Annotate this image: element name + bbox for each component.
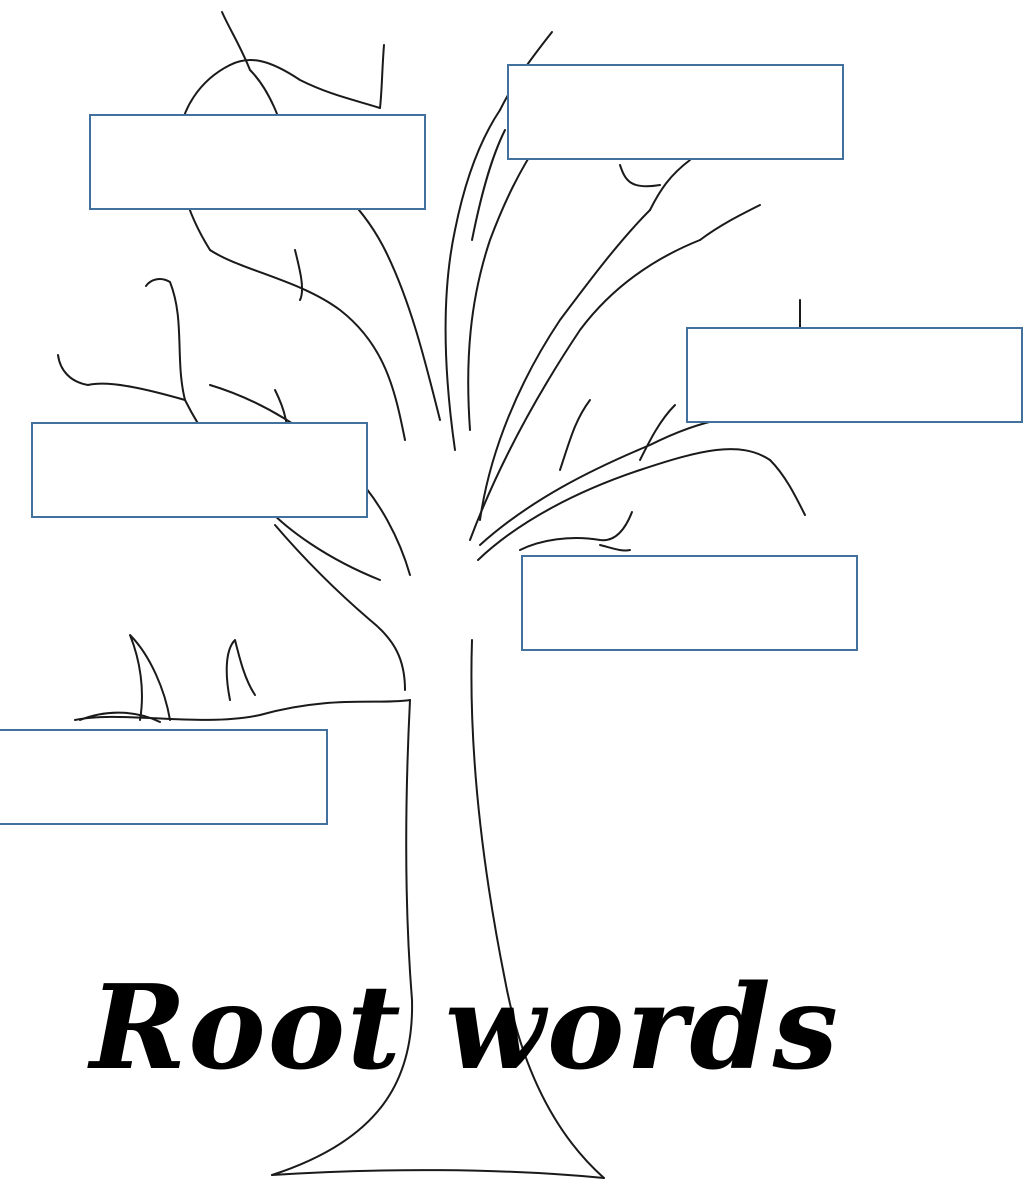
trunk-right-outline bbox=[470, 639, 605, 1179]
branch-left-lower bbox=[74, 699, 411, 721]
label-box-6[interactable] bbox=[0, 729, 328, 825]
label-box-1[interactable] bbox=[89, 114, 426, 210]
branch-center-up bbox=[444, 109, 501, 451]
branch-left-upper bbox=[209, 249, 406, 441]
branch-left-lower-inner bbox=[274, 524, 406, 691]
branch-right-upper bbox=[479, 209, 651, 521]
trunk-base bbox=[271, 1169, 605, 1179]
label-box-5[interactable] bbox=[521, 555, 858, 651]
label-box-2[interactable] bbox=[507, 64, 844, 160]
trunk-left-outline bbox=[271, 699, 414, 1176]
label-box-3[interactable] bbox=[686, 327, 1023, 423]
page-title: Root words bbox=[90, 960, 840, 1096]
label-box-4[interactable] bbox=[31, 422, 368, 518]
branch-right-lower bbox=[477, 448, 771, 561]
